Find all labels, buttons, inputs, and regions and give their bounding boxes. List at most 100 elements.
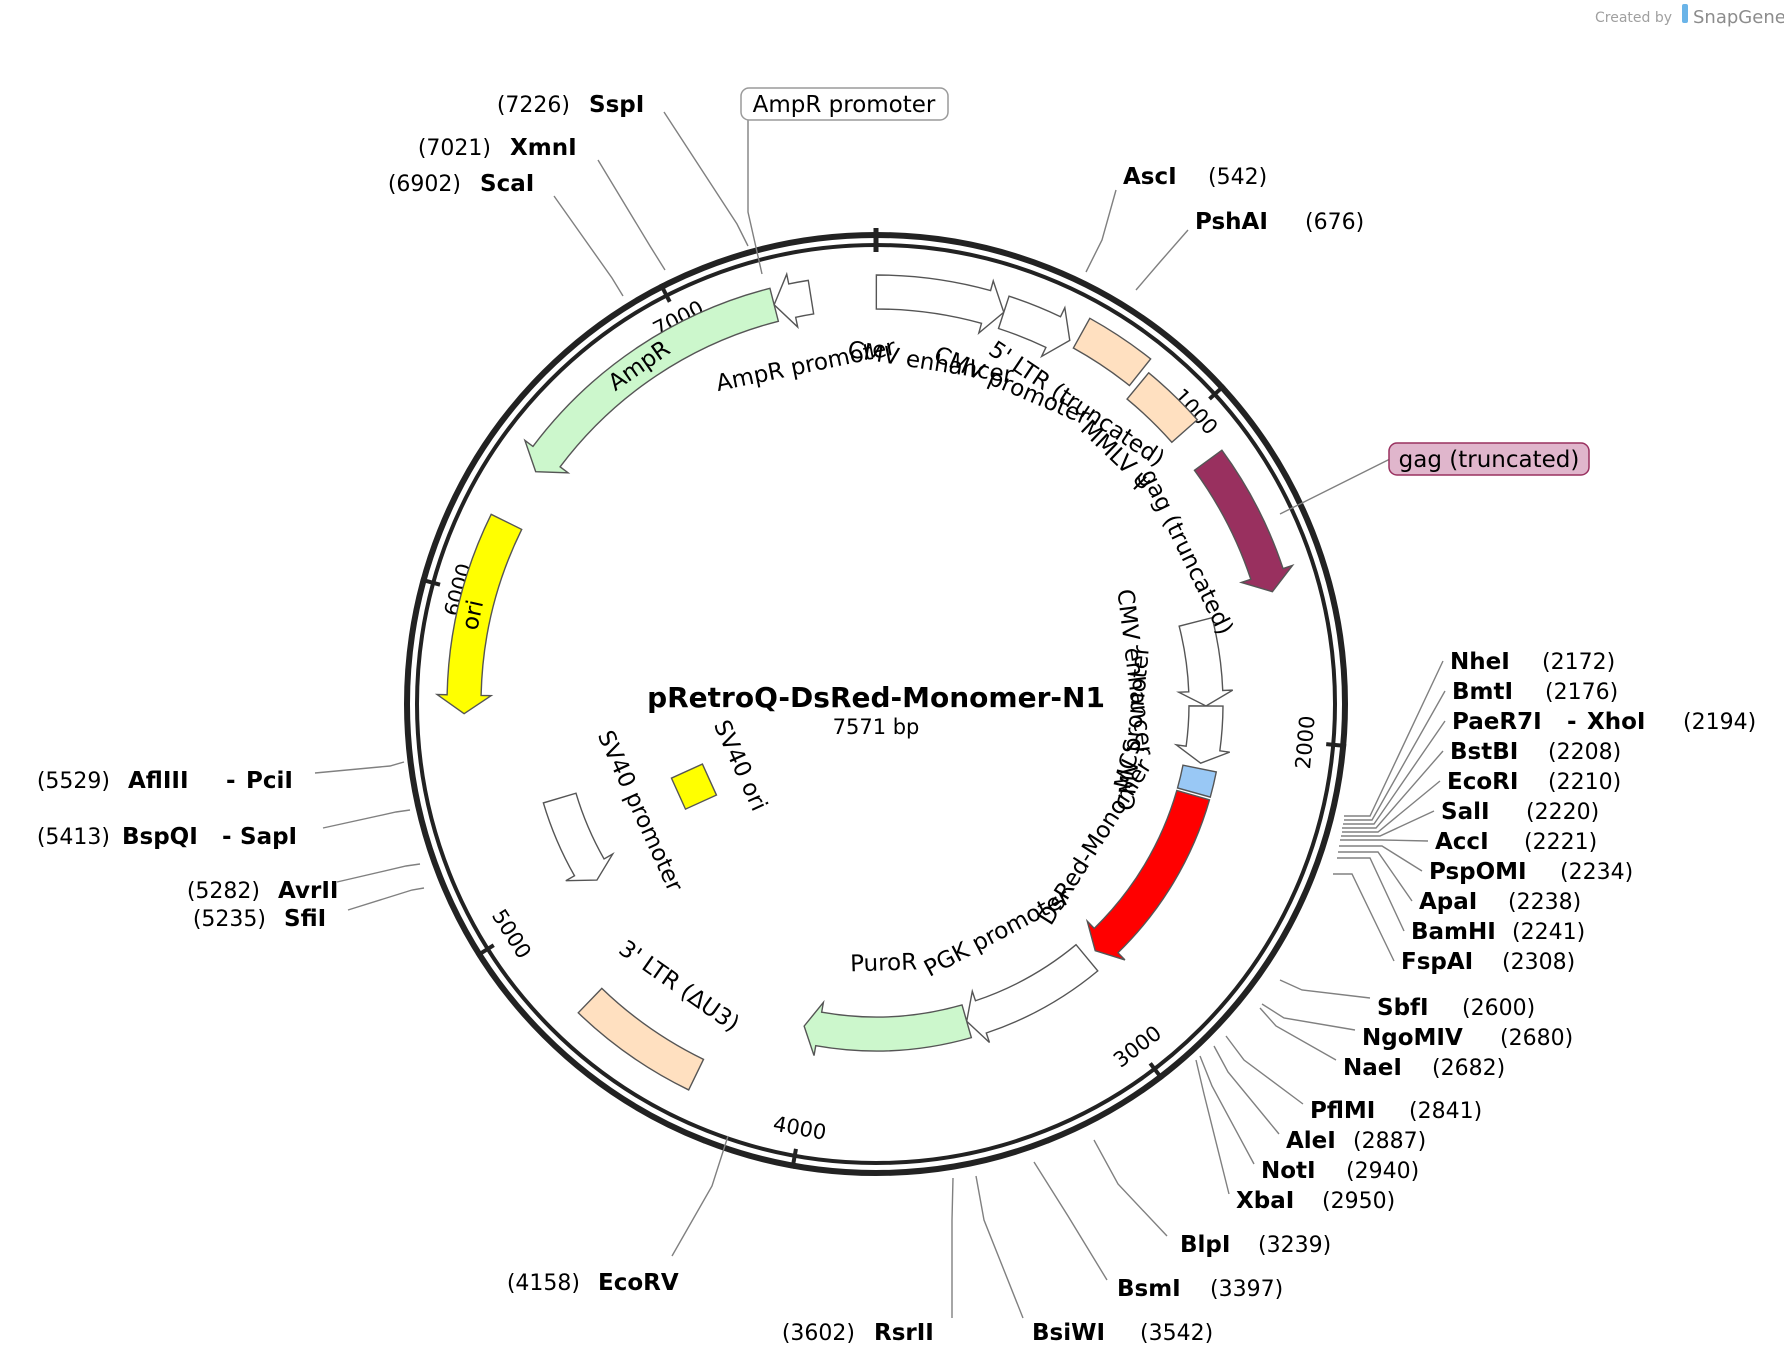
feature-5-ltr-truncated-3[interactable] xyxy=(1072,317,1152,387)
site-pspomi-name: PspOMI xyxy=(1429,859,1527,885)
feature-cmv-enhancer-0[interactable] xyxy=(875,274,1005,335)
site-asci-name: AscI xyxy=(1123,164,1177,190)
site-sali-name: SalI xyxy=(1441,799,1490,825)
site-noti: NotI (2940) xyxy=(1199,1055,1419,1184)
site-pcii-name: PciI xyxy=(246,768,293,794)
site-pspomi: PspOMI (2234) xyxy=(1339,845,1633,885)
site-ecori: EcoRI (2210) xyxy=(1342,769,1621,833)
callout-ampr-promoter: AmpR promoter xyxy=(740,87,949,275)
site-bspqi-position: (5413) xyxy=(37,825,110,850)
site-bamhi-name: BamHI xyxy=(1411,919,1496,945)
plasmid-size: 7571 bp xyxy=(833,715,920,739)
site-sfii-position: (5235) xyxy=(193,907,266,932)
tick-7000 xyxy=(658,283,672,303)
site-sfii: (5235) SfiI xyxy=(193,887,425,932)
site-paer7i-xhoi: PaeR7I - XhoI (2194) xyxy=(1343,709,1756,825)
tick-1000 xyxy=(1208,383,1226,401)
site-bsiwi-leader xyxy=(975,1175,1024,1319)
feature-3-ltr-u3-11[interactable] xyxy=(577,987,705,1091)
site-alei: AleI (2887) xyxy=(1213,1045,1426,1154)
feature-ori-14[interactable] xyxy=(434,513,523,715)
site-afliii-pcii: (5529) AflIII - PciI xyxy=(37,761,405,794)
site-pshai-position: (676) xyxy=(1305,210,1364,235)
tick-4000 xyxy=(790,1148,798,1169)
feature-cmv-promoter-1[interactable] xyxy=(997,295,1071,359)
site-xbai-position: (2950) xyxy=(1322,1189,1395,1214)
site-sbfi: SbfI (2600) xyxy=(1279,979,1535,1021)
site-xmni: (7021) XmnI xyxy=(418,135,666,271)
credit-brand: SnapGene xyxy=(1693,7,1784,28)
site-sfii-leader xyxy=(347,887,425,911)
site-bsmi-name: BsmI xyxy=(1117,1276,1181,1302)
site-bstbi: BstBI (2208) xyxy=(1342,739,1621,829)
features xyxy=(434,271,1295,1091)
site-xmni-leader xyxy=(597,159,666,271)
site-paer7i-name: PaeR7I xyxy=(1452,709,1542,735)
site-sspi: (7226) SspI xyxy=(497,92,749,247)
feature-gag-truncated-4[interactable] xyxy=(1193,449,1295,593)
site-afliii-name: AflIII xyxy=(128,768,189,794)
site-acci-leader xyxy=(1340,839,1429,842)
site-nhei-leader xyxy=(1344,660,1444,817)
feature-sv40-promoter-12[interactable] xyxy=(542,792,615,882)
site-bamhi-position: (2241) xyxy=(1512,920,1585,945)
site-nhei-name: NheI xyxy=(1450,649,1510,675)
site-sspi-leader xyxy=(663,111,749,247)
site-bsmi: BsmI (3397) xyxy=(1033,1161,1283,1302)
site-afliii-position: (5529) xyxy=(37,769,110,794)
restriction-sites: (7226) SspI (7021) XmnI (6902) ScaI AscI… xyxy=(37,92,1756,1346)
plasmid-name: pRetroQ-DsRed-Monomer-N1 xyxy=(647,681,1105,714)
site-rsrii: (3602) RsrII xyxy=(782,1177,954,1346)
feature-cmv-promoter-6[interactable] xyxy=(1173,705,1230,764)
site-apai-leader xyxy=(1338,851,1413,902)
site-sbfi-leader xyxy=(1279,979,1371,999)
site-naei: NaeI (2682) xyxy=(1259,1007,1505,1081)
feature-mcs-7[interactable] xyxy=(1176,764,1218,798)
site-afliii-leader xyxy=(314,761,405,774)
tick-3000 xyxy=(1148,1062,1164,1081)
credit-created-by: Created by xyxy=(1595,10,1672,26)
site-sspi-position: (7226) xyxy=(497,93,570,118)
site-bamhi: BamHI (2241) xyxy=(1337,857,1585,945)
feature-sv40-ori[interactable] xyxy=(670,763,718,811)
tick-5000 xyxy=(475,943,495,958)
site-ecori-leader xyxy=(1342,780,1441,833)
site-fspai-leader xyxy=(1333,873,1395,962)
callout-gag: gag (truncated) xyxy=(1279,442,1590,515)
site-fspai: FspAI (2308) xyxy=(1333,873,1575,975)
feature-mmlv-2[interactable] xyxy=(1126,371,1199,444)
site-ecorv-name: EcoRV xyxy=(598,1270,679,1296)
site-naei-leader xyxy=(1259,1007,1337,1061)
callout-gag-box xyxy=(1388,442,1590,476)
feature-puror-10[interactable] xyxy=(803,999,973,1056)
site-sbfi-name: SbfI xyxy=(1377,995,1429,1021)
site-sfii-name: SfiI xyxy=(284,906,326,932)
site-pflmi-name: PflMI xyxy=(1310,1098,1375,1124)
feature-pgk-promoter-9[interactable] xyxy=(965,943,1099,1044)
site-acci-name: AccI xyxy=(1435,829,1489,855)
site-xbai: XbaI (2950) xyxy=(1195,1059,1395,1214)
site-bspqi-sapi: (5413) BspQI - SapI xyxy=(37,809,411,850)
feature-dsred-monomer-8[interactable] xyxy=(1085,789,1211,961)
site-noti-position: (2940) xyxy=(1346,1159,1419,1184)
site-fspai-position: (2308) xyxy=(1502,950,1575,975)
site-scai-position: (6902) xyxy=(388,172,461,197)
site-acci-position: (2221) xyxy=(1524,830,1597,855)
site-naei-position: (2682) xyxy=(1432,1056,1505,1081)
site-rsrii-leader xyxy=(951,1177,954,1318)
tick-label-5000: 5000 xyxy=(487,905,536,963)
site-ecorv: (4158) EcoRV xyxy=(507,1135,729,1296)
site-ngomiv: NgoMIV (2680) xyxy=(1261,1003,1573,1051)
site-fspai-name: FspAI xyxy=(1401,949,1473,975)
site-blpi-name: BlpI xyxy=(1180,1232,1230,1258)
site-bstbi-name: BstBI xyxy=(1450,739,1518,765)
callout-gag-label: gag (truncated) xyxy=(1399,447,1580,473)
feature-label-sv40-ori-13: SV40 ori xyxy=(708,716,772,815)
snapgene-logo-icon xyxy=(1682,4,1688,23)
feature-cmv-enhancer-5[interactable] xyxy=(1176,616,1234,707)
site-blpi: BlpI (3239) xyxy=(1093,1139,1331,1258)
site-bstbi-leader xyxy=(1342,750,1444,829)
site-bspqi-leader xyxy=(322,809,411,829)
feature-ampr-promoter-16[interactable] xyxy=(773,271,815,330)
